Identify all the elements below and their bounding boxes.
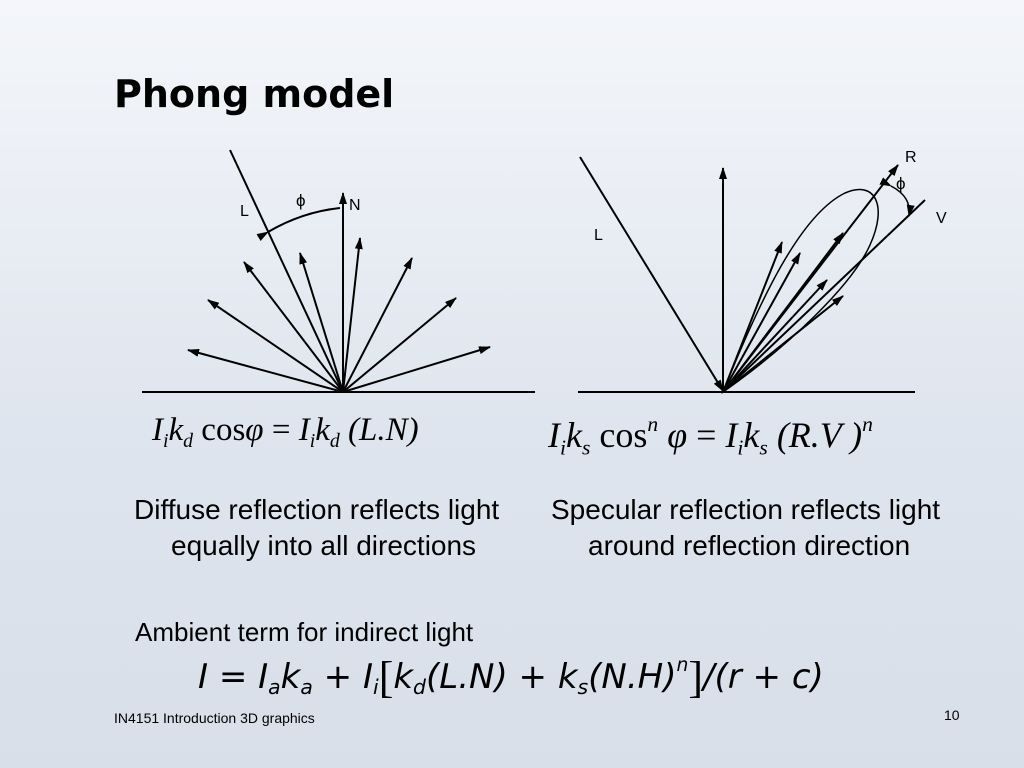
right-R-label: R [905, 149, 917, 166]
phong-formula: I = Iaka + Ii[kd(L.N) + ks(N.H)n]/(r + c… [198, 653, 824, 702]
specular-ray [722, 232, 844, 393]
specular-lobe [721, 188, 879, 395]
ambient-note: Ambient term for indirect light [135, 617, 474, 647]
specular-formula: Iiks cosn φ = Iiks (R.V )n [548, 412, 873, 460]
angle-arc [256, 207, 341, 242]
specular-description: Specular reflection reflects light aroun… [551, 494, 941, 561]
diffuse-ray [342, 257, 413, 393]
slide-footer: IN4151 Introduction 3D graphics [114, 710, 315, 726]
view-line-V [722, 199, 926, 393]
diffuse-ray [243, 261, 344, 393]
diffuse-formula: Iikd cosφ = Iikd (L.N) [152, 412, 419, 452]
specular-ray [722, 279, 828, 393]
diffuse-ray [187, 349, 344, 393]
right-L-label: L [594, 227, 603, 244]
right-V-label: V [936, 210, 947, 227]
angle-arc [879, 177, 915, 217]
diffuse-ray [299, 252, 344, 393]
incident-light-arrow [579, 156, 724, 392]
left-N-label: N [349, 197, 361, 214]
diffuse-description: Diffuse reflection reflects light equall… [134, 494, 500, 561]
diffuse-ray [342, 346, 491, 393]
left-phi-label: ϕ [296, 191, 306, 210]
specular-ray [722, 252, 801, 393]
diffuse-ray [342, 237, 363, 393]
diffuse-ray [342, 297, 457, 393]
incident-light-line [229, 149, 344, 393]
diffuse-diagram [142, 149, 535, 393]
diffuse-ray [207, 299, 344, 393]
specular-ray [722, 241, 783, 393]
specular-diagram [578, 156, 926, 395]
right-phi-label: ϕ [896, 174, 906, 193]
slide-title: Phong model [114, 72, 395, 116]
left-L-label: L [240, 203, 249, 220]
specular-ray [722, 295, 844, 393]
page-number: 10 [944, 707, 960, 723]
